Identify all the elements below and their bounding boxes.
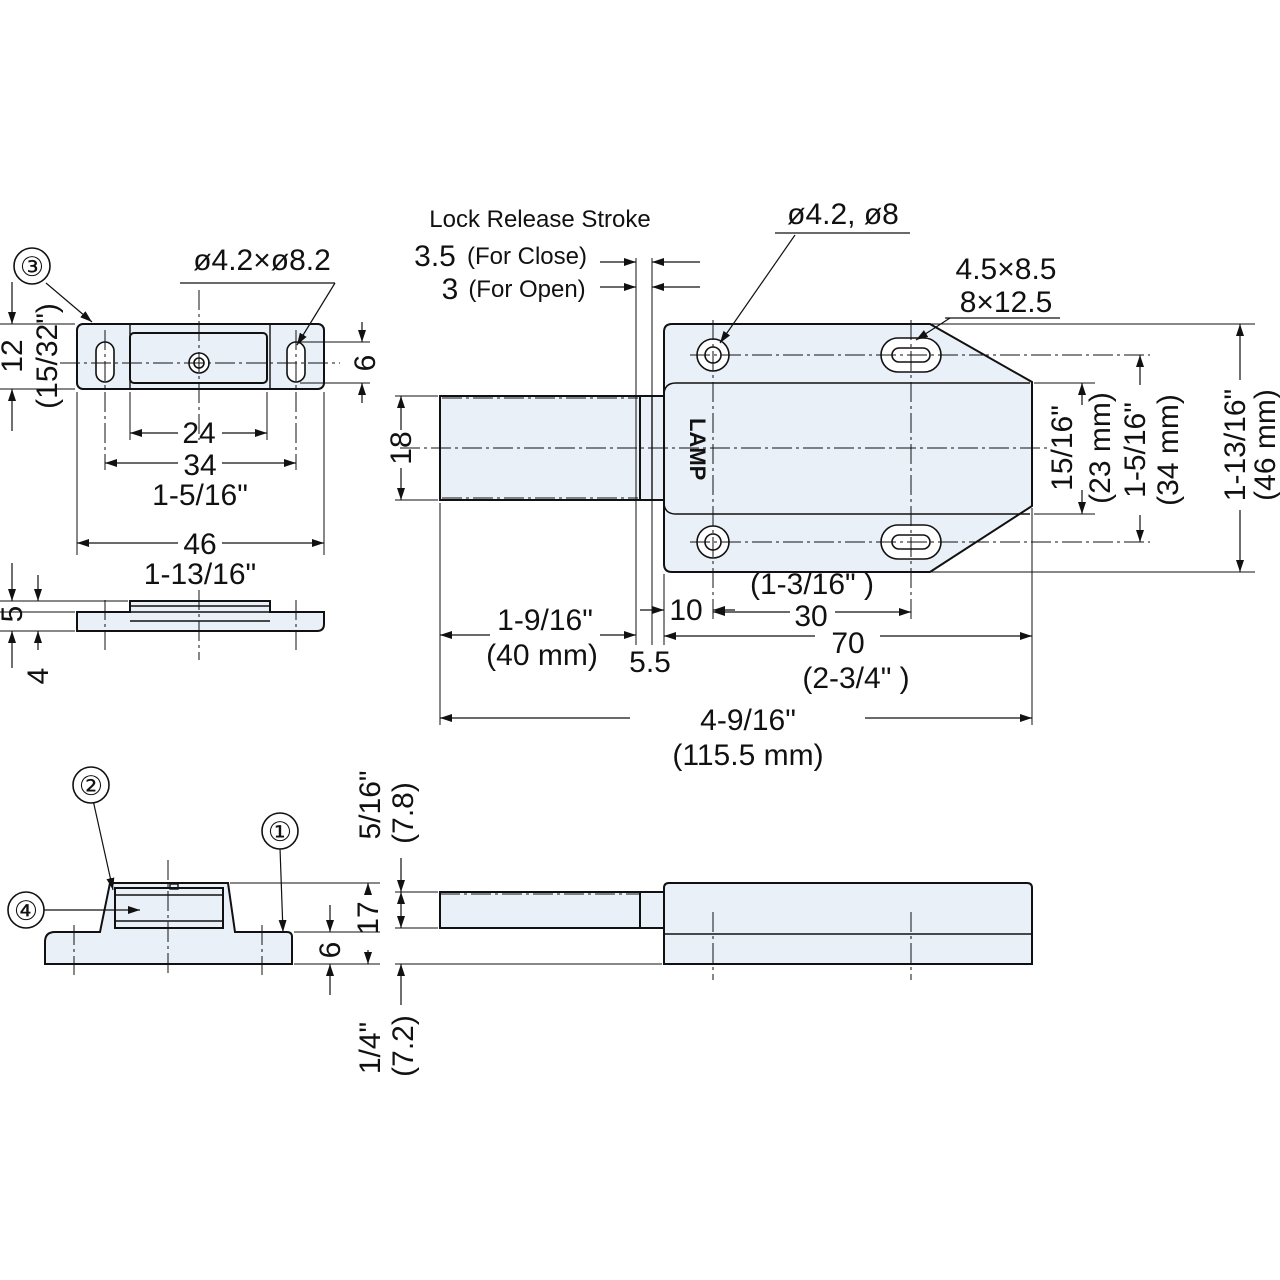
callout-1-balloon [261,812,299,850]
side-dim-7-2: (7.2) [387,1015,420,1077]
side-dim-5-16: 5/16" [354,770,387,839]
latch-hole-spec: ø4.2, ø8 [787,198,899,231]
overall-length-mm: (115.5 mm) [672,739,823,772]
stroke-close-value: 3.5 [414,240,456,273]
callout-4-label: ④ [14,896,38,926]
strike-pitch-24-label: 24 [182,417,215,450]
latch-side-plunger [439,891,643,929]
dim-46mm-label: (46 mm) [1249,389,1280,501]
dim-1-13-16-label: 1-13/16" [1219,389,1252,501]
callout-3-balloon [13,247,51,285]
latch-brand-logo: LAMP [685,418,710,480]
dim-1-3-16-label: (1-3/16" ) [750,568,874,601]
stroke-open-label: (For Open) [468,276,585,303]
dim-15-16-label: 15/16" [1046,405,1079,491]
side-dim-1-4: 1/4" [354,1022,387,1074]
stroke-title: Lock Release Stroke [429,206,650,233]
side-dim-6: 6 [314,942,347,959]
strike-pitch-34-in-label: 1-5/16" [152,479,248,512]
strike-plate-side-view: 5 4 [0,563,325,685]
callout-4-balloon [7,891,45,929]
dim-1-5-16-label: 1-5/16" [1119,402,1152,498]
overall-length-in: 4-9/16" [700,704,796,737]
side-dim-17: 17 [352,901,385,934]
callout-1-label: ① [268,817,292,847]
latch-slot-spec-1: 4.5×8.5 [956,253,1057,286]
strike-width-46-label: 46 [183,528,216,561]
strike-pitch-34-label: 34 [183,449,216,482]
latch-top-view: LAMP [385,198,1280,772]
strike-plate-top-view: ø4.2×ø8.2 12 (15/32") 6 24 34 1-5/16" 46… [0,244,382,591]
dim-30-label: 30 [794,600,827,633]
callout-2-balloon [72,766,110,804]
latch-side-collar [639,891,665,929]
strike-side-magnet [114,887,224,929]
latch-slot-spec-2: 8×12.5 [960,286,1053,319]
dim-70-label: 70 [831,627,864,660]
dim-5-5-label: 5.5 [629,646,671,679]
latch-side-housing [663,882,1033,965]
dim-34mm-label: (34 mm) [1152,394,1185,506]
stroke-close-label: (For Close) [467,243,587,270]
strike-height-in-label: (15/32") [31,303,64,409]
plunger-length-mm: (40 mm) [486,639,598,672]
side-dim-7-8: (7.8) [387,782,420,844]
callout-2-label: ② [79,771,103,801]
plunger-height-label: 18 [385,431,418,464]
strike-slot-width-label: 6 [349,355,382,372]
strike-side-5-label: 5 [0,606,29,623]
dim-23mm-label: (23 mm) [1084,392,1117,504]
strike-width-46-in-label: 1-13/16" [144,558,256,591]
strike-diameter-label: ø4.2×ø8.2 [193,244,331,277]
stroke-open-value: 3 [442,273,459,306]
strike-height-label: 12 [0,339,29,372]
plunger-length-in: 1-9/16" [497,604,593,637]
side-view: ② ① ④ 5/16" (7.8) 17 6 1/4" (7.2) [7,766,1033,1077]
dim-2-3-4-label: (2-3/4" ) [802,662,909,695]
strike-side-4-label: 4 [22,668,55,685]
strike-side-body [76,600,325,632]
dim-10-label: 10 [669,594,702,627]
callout-3-label: ③ [20,252,44,282]
